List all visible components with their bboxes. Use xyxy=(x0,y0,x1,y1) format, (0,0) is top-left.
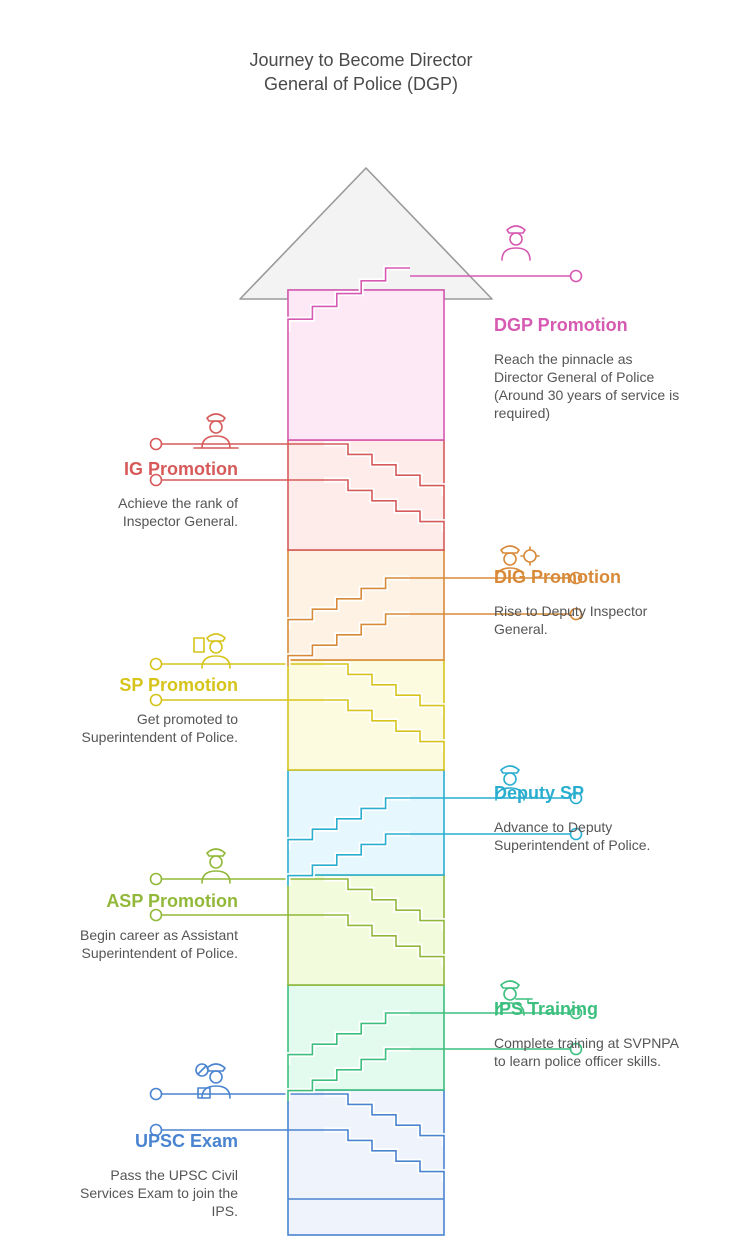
police-officer-icon xyxy=(495,765,525,801)
stairs-1-b xyxy=(287,1048,410,1101)
step-title-4: SP Promotion xyxy=(119,675,238,695)
connector-dot-1-1[interactable] xyxy=(569,1042,583,1056)
band-2 xyxy=(287,874,445,986)
connector-dot-4-1[interactable] xyxy=(149,693,163,707)
dgp-officer-icon xyxy=(501,225,531,261)
connector-dot-4-0[interactable] xyxy=(149,657,163,671)
stairs-3-b xyxy=(287,833,410,886)
stairs-1-a xyxy=(287,1012,410,1065)
connector-dot-5-0[interactable] xyxy=(569,571,583,585)
connector-dot-6-0[interactable] xyxy=(149,437,163,451)
step-description-2: Begin career as Assistant Superintendent… xyxy=(80,927,238,961)
diagram-title: Journey to Become Director General of Po… xyxy=(249,50,473,94)
step-title-2: ASP Promotion xyxy=(106,891,238,911)
stairs-3-a xyxy=(287,797,410,850)
officer-document-icon xyxy=(193,633,231,669)
step-description-7: Reach the pinnacle as Director General o… xyxy=(494,351,680,421)
band-5 xyxy=(287,549,445,661)
connector-dot-3-0[interactable] xyxy=(569,791,583,805)
stairs-6-b xyxy=(324,479,445,532)
stairs-4-b xyxy=(324,699,445,752)
step-title-5: DIG Promotion xyxy=(494,567,621,587)
officer-training-icon xyxy=(495,980,533,1016)
connector-dot-5-1[interactable] xyxy=(569,607,583,621)
stairs-2-b xyxy=(324,914,445,967)
step-title-6: IG Promotion xyxy=(124,459,238,479)
step-title-0: UPSC Exam xyxy=(134,1131,238,1151)
connector-dot-3-1[interactable] xyxy=(569,827,583,841)
stairs-0-a xyxy=(324,1093,445,1146)
stairs-0-b xyxy=(324,1129,445,1182)
band-1 xyxy=(287,984,445,1091)
connector-dot-2-0[interactable] xyxy=(149,872,163,886)
step-description-4: Get promoted to Superintendent of Police… xyxy=(81,711,238,745)
stairs-5-b xyxy=(287,613,410,666)
connector-dot-6-1[interactable] xyxy=(149,473,163,487)
band-3 xyxy=(287,769,445,876)
step-description-5: Rise to Deputy Inspector General. xyxy=(494,603,648,637)
connector-dot-0-0[interactable] xyxy=(149,1087,163,1101)
stairs-5-a xyxy=(287,577,410,630)
female-officer-icon xyxy=(201,848,231,884)
connector-dot-2-1[interactable] xyxy=(149,908,163,922)
connector-dot-0-1[interactable] xyxy=(149,1123,163,1137)
student-exam-icon xyxy=(195,1063,231,1099)
step-title-7: DGP Promotion xyxy=(494,315,628,335)
stairs-4-a xyxy=(324,663,445,716)
step-description-1: Complete training at SVPNPA to learn pol… xyxy=(494,1035,679,1069)
connector-dot-dgp[interactable] xyxy=(569,269,583,283)
stairs-2-a xyxy=(324,878,445,931)
connector-dot-1-0[interactable] xyxy=(569,1006,583,1020)
step-title-3: Deputy SP xyxy=(494,783,585,803)
step-title-1: IPS Training xyxy=(494,999,599,1019)
officer-desk-icon xyxy=(193,413,239,449)
step-description-3: Advance to Deputy Superintendent of Poli… xyxy=(494,819,651,853)
step-description-0: Pass the UPSC Civil Services Exam to joi… xyxy=(80,1167,238,1219)
step-description-6: Achieve the rank of Inspector General. xyxy=(118,495,238,529)
band-6 xyxy=(287,439,445,551)
officer-badge-icon xyxy=(495,545,540,581)
stairs-dgp xyxy=(287,267,410,332)
stairs-6-a xyxy=(324,443,445,496)
